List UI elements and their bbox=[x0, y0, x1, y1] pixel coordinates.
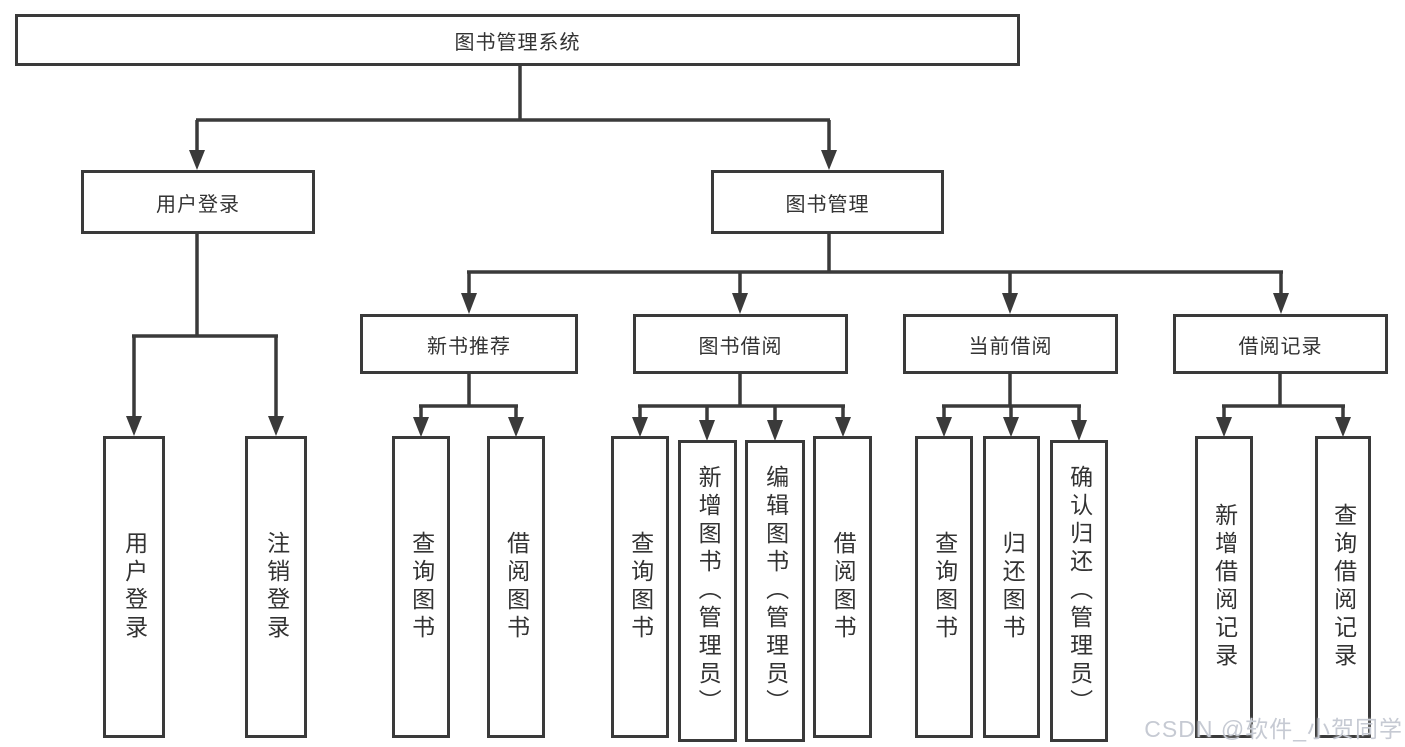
node-book-borrow: 图书借阅 bbox=[633, 314, 848, 374]
node-leaf-logout-label: 注销登录 bbox=[263, 531, 290, 643]
node-borrow-borrow-books: 借阅图书 bbox=[813, 436, 872, 738]
node-book-borrow-label: 图书借阅 bbox=[698, 335, 783, 358]
node-rec-query-books: 查询图书 bbox=[392, 436, 450, 738]
connector-book-management-lines bbox=[467, 234, 1283, 295]
connector-borrow-records-lines bbox=[1222, 374, 1345, 420]
node-borrow-edit-books-admin: 编辑图书（管理员） bbox=[745, 440, 805, 742]
node-current-borrow-label: 当前借阅 bbox=[968, 335, 1053, 358]
connector-new-book-recommend-arrows bbox=[413, 417, 524, 437]
connector-book-management-arrows bbox=[461, 293, 1289, 314]
connector-user-login-lines bbox=[132, 234, 278, 418]
node-borrow-add-books-admin: 新增图书（管理员） bbox=[678, 440, 737, 742]
node-current-borrow: 当前借阅 bbox=[903, 314, 1118, 374]
node-root: 图书管理系统 bbox=[15, 14, 1020, 66]
node-borrow-edit-books-admin-label: 编辑图书（管理员） bbox=[762, 465, 789, 717]
connector-root-branches-lines bbox=[195, 66, 831, 152]
node-leaf-user-login: 用户登录 bbox=[103, 436, 165, 738]
node-rec-borrow-books: 借阅图书 bbox=[487, 436, 545, 738]
node-records-query-record-label: 查询借阅记录 bbox=[1330, 503, 1357, 671]
node-borrow-borrow-books-label: 借阅图书 bbox=[830, 531, 857, 643]
connector-borrow-records-arrows bbox=[1216, 417, 1351, 437]
connector-new-book-recommend-lines bbox=[419, 374, 518, 420]
connector-root-branches-arrows bbox=[189, 150, 837, 170]
node-current-query-books: 查询图书 bbox=[915, 436, 973, 738]
csdn-watermark: CSDN @软件_小贺同学 bbox=[1144, 716, 1403, 742]
node-book-management-label: 图书管理 bbox=[785, 193, 870, 216]
node-current-return-books: 归还图书 bbox=[983, 436, 1040, 738]
node-records-add-record-label: 新增借阅记录 bbox=[1211, 503, 1238, 671]
node-book-management: 图书管理 bbox=[711, 170, 944, 234]
connector-book-borrow-lines bbox=[638, 374, 845, 422]
node-current-confirm-return-admin-label: 确认归还（管理员） bbox=[1066, 465, 1093, 717]
node-records-query-record: 查询借阅记录 bbox=[1315, 436, 1371, 738]
node-rec-query-books-label: 查询图书 bbox=[408, 531, 435, 643]
connector-current-borrow-lines bbox=[942, 374, 1081, 422]
node-records-add-record: 新增借阅记录 bbox=[1195, 436, 1253, 738]
node-current-confirm-return-admin: 确认归还（管理员） bbox=[1050, 440, 1108, 742]
node-borrow-query-books: 查询图书 bbox=[611, 436, 669, 738]
node-borrow-records-label: 借阅记录 bbox=[1238, 335, 1323, 358]
node-new-book-recommend-label: 新书推荐 bbox=[427, 335, 511, 358]
node-borrow-records: 借阅记录 bbox=[1173, 314, 1388, 374]
node-rec-borrow-books-label: 借阅图书 bbox=[503, 531, 530, 643]
connector-user-login-arrows bbox=[126, 416, 284, 436]
node-root-label: 图书管理系统 bbox=[454, 31, 581, 54]
node-current-query-books-label: 查询图书 bbox=[931, 531, 958, 643]
node-current-return-books-label: 归还图书 bbox=[999, 531, 1026, 643]
node-borrow-add-books-admin-label: 新增图书（管理员） bbox=[695, 465, 722, 717]
node-borrow-query-books-label: 查询图书 bbox=[627, 531, 654, 643]
node-leaf-logout: 注销登录 bbox=[245, 436, 307, 738]
node-user-login: 用户登录 bbox=[81, 170, 315, 234]
node-new-book-recommend: 新书推荐 bbox=[360, 314, 578, 374]
node-leaf-user-login-label: 用户登录 bbox=[121, 531, 148, 643]
node-user-login-label: 用户登录 bbox=[156, 193, 240, 216]
